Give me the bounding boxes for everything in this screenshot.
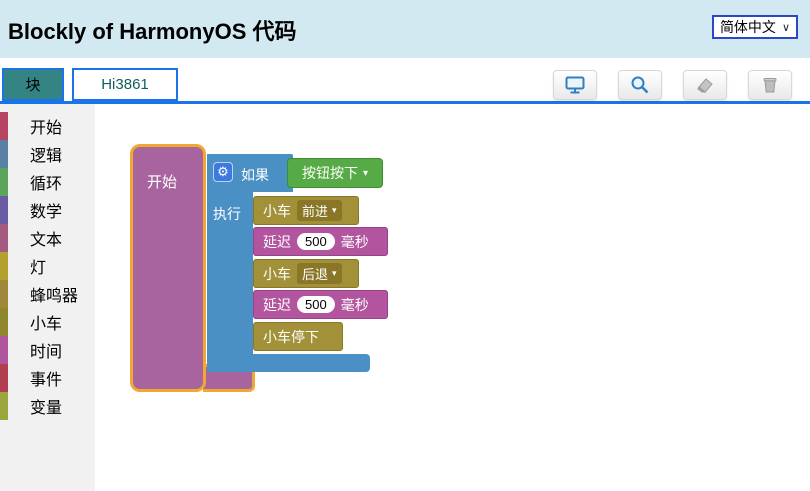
eraser-button[interactable] — [683, 70, 727, 100]
chevron-down-icon: ∨ — [781, 21, 790, 34]
category-color-bar — [0, 336, 8, 364]
category-color-bar — [0, 308, 8, 336]
chevron-down-icon: ▾ — [362, 167, 369, 179]
toolbox-sidebar: 开始 逻辑 循环 数学 文本 灯 蜂鸣器 小车 — [0, 104, 95, 491]
language-select[interactable]: 简体中文 ∨ — [711, 15, 798, 39]
monitor-button[interactable] — [553, 70, 597, 100]
car-label: 小车 — [263, 265, 291, 282]
page-title: Blockly of HarmonyOS 代码 — [8, 19, 297, 44]
direction-dropdown[interactable]: 后退 ▾ — [297, 263, 342, 284]
delay-value-field[interactable]: 500 — [297, 233, 335, 250]
sidebar-item-label: 数学 — [30, 204, 63, 221]
chevron-down-icon: ▾ — [332, 268, 337, 278]
sidebar-item-time[interactable]: 时间 — [0, 336, 95, 364]
statement-car-forward[interactable]: 小车 前进 ▾ — [253, 196, 359, 225]
language-select-value: 简体中文 — [719, 19, 776, 35]
delay-value-field[interactable]: 500 — [297, 296, 335, 313]
sidebar-item-label: 循环 — [30, 176, 63, 193]
sidebar-item-buzzer[interactable]: 蜂鸣器 — [0, 280, 95, 308]
monitor-icon — [563, 73, 587, 97]
condition-block-button-pressed[interactable]: 按钮按下 ▾ — [287, 158, 383, 188]
trash-icon — [758, 73, 782, 97]
tab-hi3861[interactable]: Hi3861 — [72, 68, 178, 101]
direction-dropdown[interactable]: 前进 ▾ — [297, 200, 342, 221]
category-color-bar — [0, 280, 8, 308]
do-label: 执行 — [213, 206, 241, 222]
tab-blocks[interactable]: 块 — [2, 68, 64, 101]
tab-underline — [0, 101, 810, 104]
gear-icon[interactable]: ⚙ — [213, 162, 233, 182]
dropdown-value: 后退 — [302, 267, 329, 282]
sidebar-item-label: 逻辑 — [30, 148, 63, 165]
eraser-icon — [693, 73, 717, 97]
statement-car-backward[interactable]: 小车 后退 ▾ — [253, 259, 359, 288]
statement-delay-2[interactable]: 延迟 500 毫秒 — [253, 290, 388, 319]
category-color-bar — [0, 224, 8, 252]
category-color-bar — [0, 168, 8, 196]
category-color-bar — [0, 392, 8, 420]
sidebar-item-text[interactable]: 文本 — [0, 224, 95, 252]
delay-unit-label: 毫秒 — [340, 296, 369, 313]
sidebar-item-variables[interactable]: 变量 — [0, 392, 95, 420]
delay-label: 延迟 — [263, 296, 291, 313]
sidebar-item-label: 蜂鸣器 — [30, 288, 79, 305]
category-color-bar — [0, 252, 8, 280]
sidebar-item-loops[interactable]: 循环 — [0, 168, 95, 196]
sidebar-item-label: 事件 — [30, 372, 63, 389]
category-color-bar — [0, 364, 8, 392]
car-stop-label: 小车停下 — [263, 328, 319, 345]
sidebar-item-light[interactable]: 灯 — [0, 252, 95, 280]
sidebar-item-label: 小车 — [30, 316, 63, 333]
blockly-workspace[interactable]: 开始 ⚙ 如果 执行 按钮按下 ▾ 小车 前进 ▾ 延迟 500 毫秒 小车 — [95, 104, 810, 491]
sidebar-item-label: 开始 — [30, 120, 63, 137]
chevron-down-icon: ▾ — [332, 205, 337, 215]
search-button[interactable] — [618, 70, 662, 100]
start-block[interactable]: 开始 — [130, 144, 206, 392]
category-color-bar — [0, 140, 8, 168]
sidebar-item-label: 灯 — [30, 260, 47, 277]
sidebar-item-label: 时间 — [30, 344, 63, 361]
sidebar-item-label: 文本 — [30, 232, 63, 249]
header: Blockly of HarmonyOS 代码 简体中文 ∨ — [0, 0, 810, 58]
category-color-bar — [0, 112, 8, 140]
delay-label: 延迟 — [263, 233, 291, 250]
if-block-bottom[interactable] — [207, 354, 370, 372]
search-icon — [628, 73, 652, 97]
tab-bar: 块 Hi3861 — [0, 68, 810, 101]
dropdown-value: 前进 — [302, 204, 329, 219]
delay-unit-label: 毫秒 — [340, 233, 369, 250]
car-label: 小车 — [263, 202, 291, 219]
toolbar — [553, 70, 792, 100]
sidebar-item-label: 变量 — [30, 400, 63, 417]
sidebar-item-car[interactable]: 小车 — [0, 308, 95, 336]
statement-delay-1[interactable]: 延迟 500 毫秒 — [253, 227, 388, 256]
sidebar-item-logic[interactable]: 逻辑 — [0, 140, 95, 168]
start-block-label: 开始 — [147, 174, 178, 191]
sidebar-item-math[interactable]: 数学 — [0, 196, 95, 224]
if-label: 如果 — [241, 167, 269, 183]
trash-button[interactable] — [748, 70, 792, 100]
condition-label: 按钮按下 — [301, 165, 358, 181]
sidebar-item-events[interactable]: 事件 — [0, 364, 95, 392]
sidebar-item-start[interactable]: 开始 — [0, 112, 95, 140]
statement-car-stop[interactable]: 小车停下 — [253, 322, 343, 351]
category-color-bar — [0, 196, 8, 224]
